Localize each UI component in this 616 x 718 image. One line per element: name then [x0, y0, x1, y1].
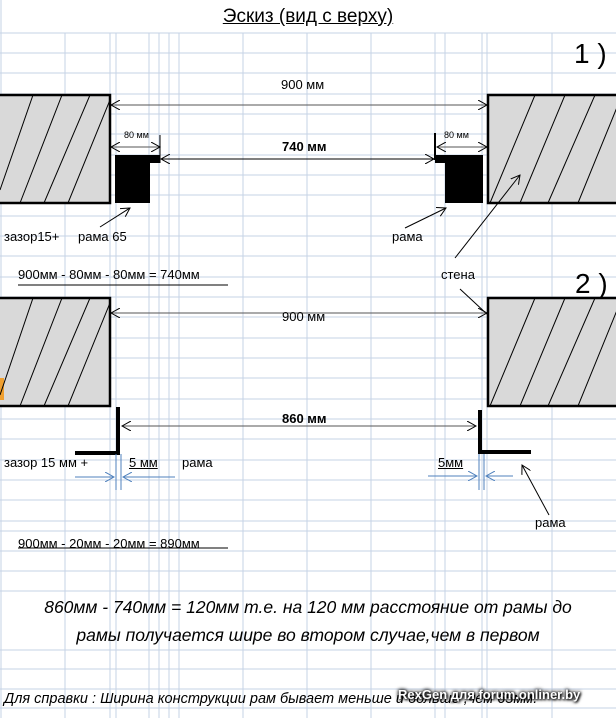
case2-wall-left [0, 296, 112, 408]
case1-frame-right [435, 155, 483, 203]
case2-wall-right [486, 296, 616, 408]
case1-total-width: 900 мм [281, 77, 325, 92]
case1-frame-left [115, 155, 160, 203]
footnote: Для справки : Ширина конструкции рам быв… [4, 691, 538, 707]
case2-total-width: 900 мм [282, 309, 326, 324]
case1-frame-left-label: рама 65 [78, 229, 127, 244]
case1-wall-left [0, 93, 112, 205]
case2-formula: 900мм - 20мм - 20мм = 890мм [18, 536, 200, 551]
case1-frame-left-width: 80 мм [124, 130, 149, 140]
conclusion-line-1: 860мм - 740мм = 120мм т.е. на 120 мм рас… [44, 597, 572, 617]
case2-gap-right: 5мм [438, 455, 464, 470]
page-title: Эскиз (вид с верху) [222, 6, 394, 27]
case2-frame-right [478, 410, 531, 454]
case1-wall-right [486, 93, 616, 205]
case2-frame-right-label: рама [535, 515, 566, 530]
case2-frame-left-label: рама [182, 455, 213, 470]
case2-number: 2 ) [575, 268, 608, 299]
case1-gap-label: зазор15+ [4, 229, 60, 244]
case2-frame-left [75, 407, 120, 455]
case2-gap-left: 5 мм [129, 455, 158, 470]
case2-gap-label: зазор 15 мм + [4, 455, 89, 470]
conclusion-line-2: рамы получается шире во втором случае,че… [76, 625, 540, 645]
case1-number: 1 ) [574, 38, 607, 69]
case1-inner-width: 740 мм [282, 139, 327, 154]
case1-formula: 900мм - 80мм - 80мм = 740мм [18, 267, 200, 282]
wall-label: стена [441, 267, 475, 282]
case1-frame-right-label: рама [392, 229, 423, 244]
case2-inner-width: 860 мм [282, 411, 327, 426]
watermark: RexGen для forum.onliner.by [398, 687, 581, 702]
case1-frame-right-width: 80 мм [444, 130, 469, 140]
